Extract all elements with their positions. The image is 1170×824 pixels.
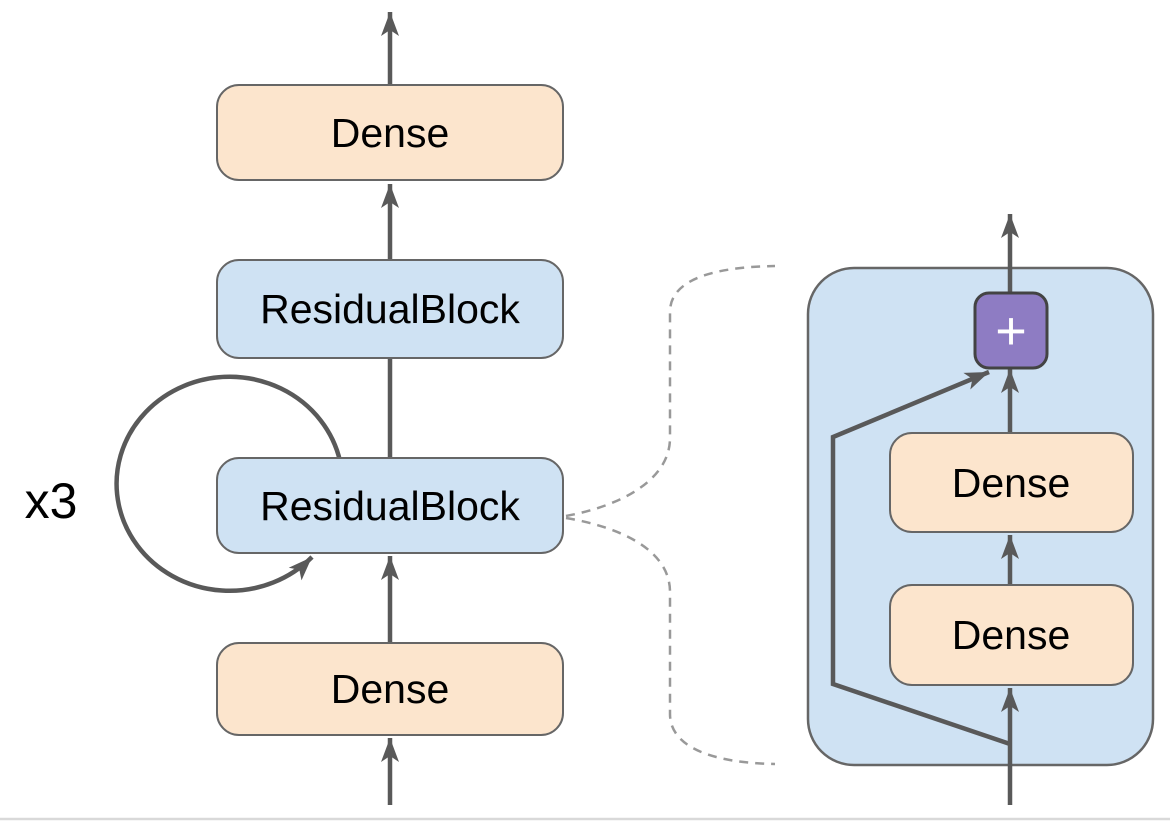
residual-block-upper-label: ResidualBlock bbox=[260, 286, 520, 332]
residual-block-lower-label: ResidualBlock bbox=[260, 483, 520, 529]
residual-detail-panel: Dense Dense + bbox=[806, 214, 1155, 805]
add-node-label: + bbox=[995, 301, 1027, 361]
dense-box-bottom bbox=[216, 642, 564, 736]
skip-connection-arrow bbox=[830, 369, 1011, 747]
dense-box-top-label: Dense bbox=[331, 110, 450, 156]
residual-block-box-lower bbox=[216, 457, 564, 554]
dense-box-bottom-label: Dense bbox=[331, 666, 450, 712]
residual-block-box-upper bbox=[216, 259, 564, 359]
left-stack: x3 Dense ResidualBlock ResidualBlock Den… bbox=[25, 12, 564, 805]
detail-dense-lower-label: Dense bbox=[952, 612, 1071, 658]
detail-dense-box-upper bbox=[889, 432, 1134, 533]
loop-count-label: x3 bbox=[25, 473, 78, 529]
zoom-connectors bbox=[565, 264, 776, 766]
add-node bbox=[973, 291, 1049, 370]
zoom-dashed-connector-bottom bbox=[565, 516, 776, 766]
repeat-loop-arrow bbox=[114, 374, 343, 593]
zoom-dashed-connector-top bbox=[565, 264, 776, 518]
detail-dense-upper-label: Dense bbox=[952, 460, 1071, 506]
dense-box-top bbox=[216, 84, 564, 181]
detail-dense-box-lower bbox=[889, 584, 1134, 686]
